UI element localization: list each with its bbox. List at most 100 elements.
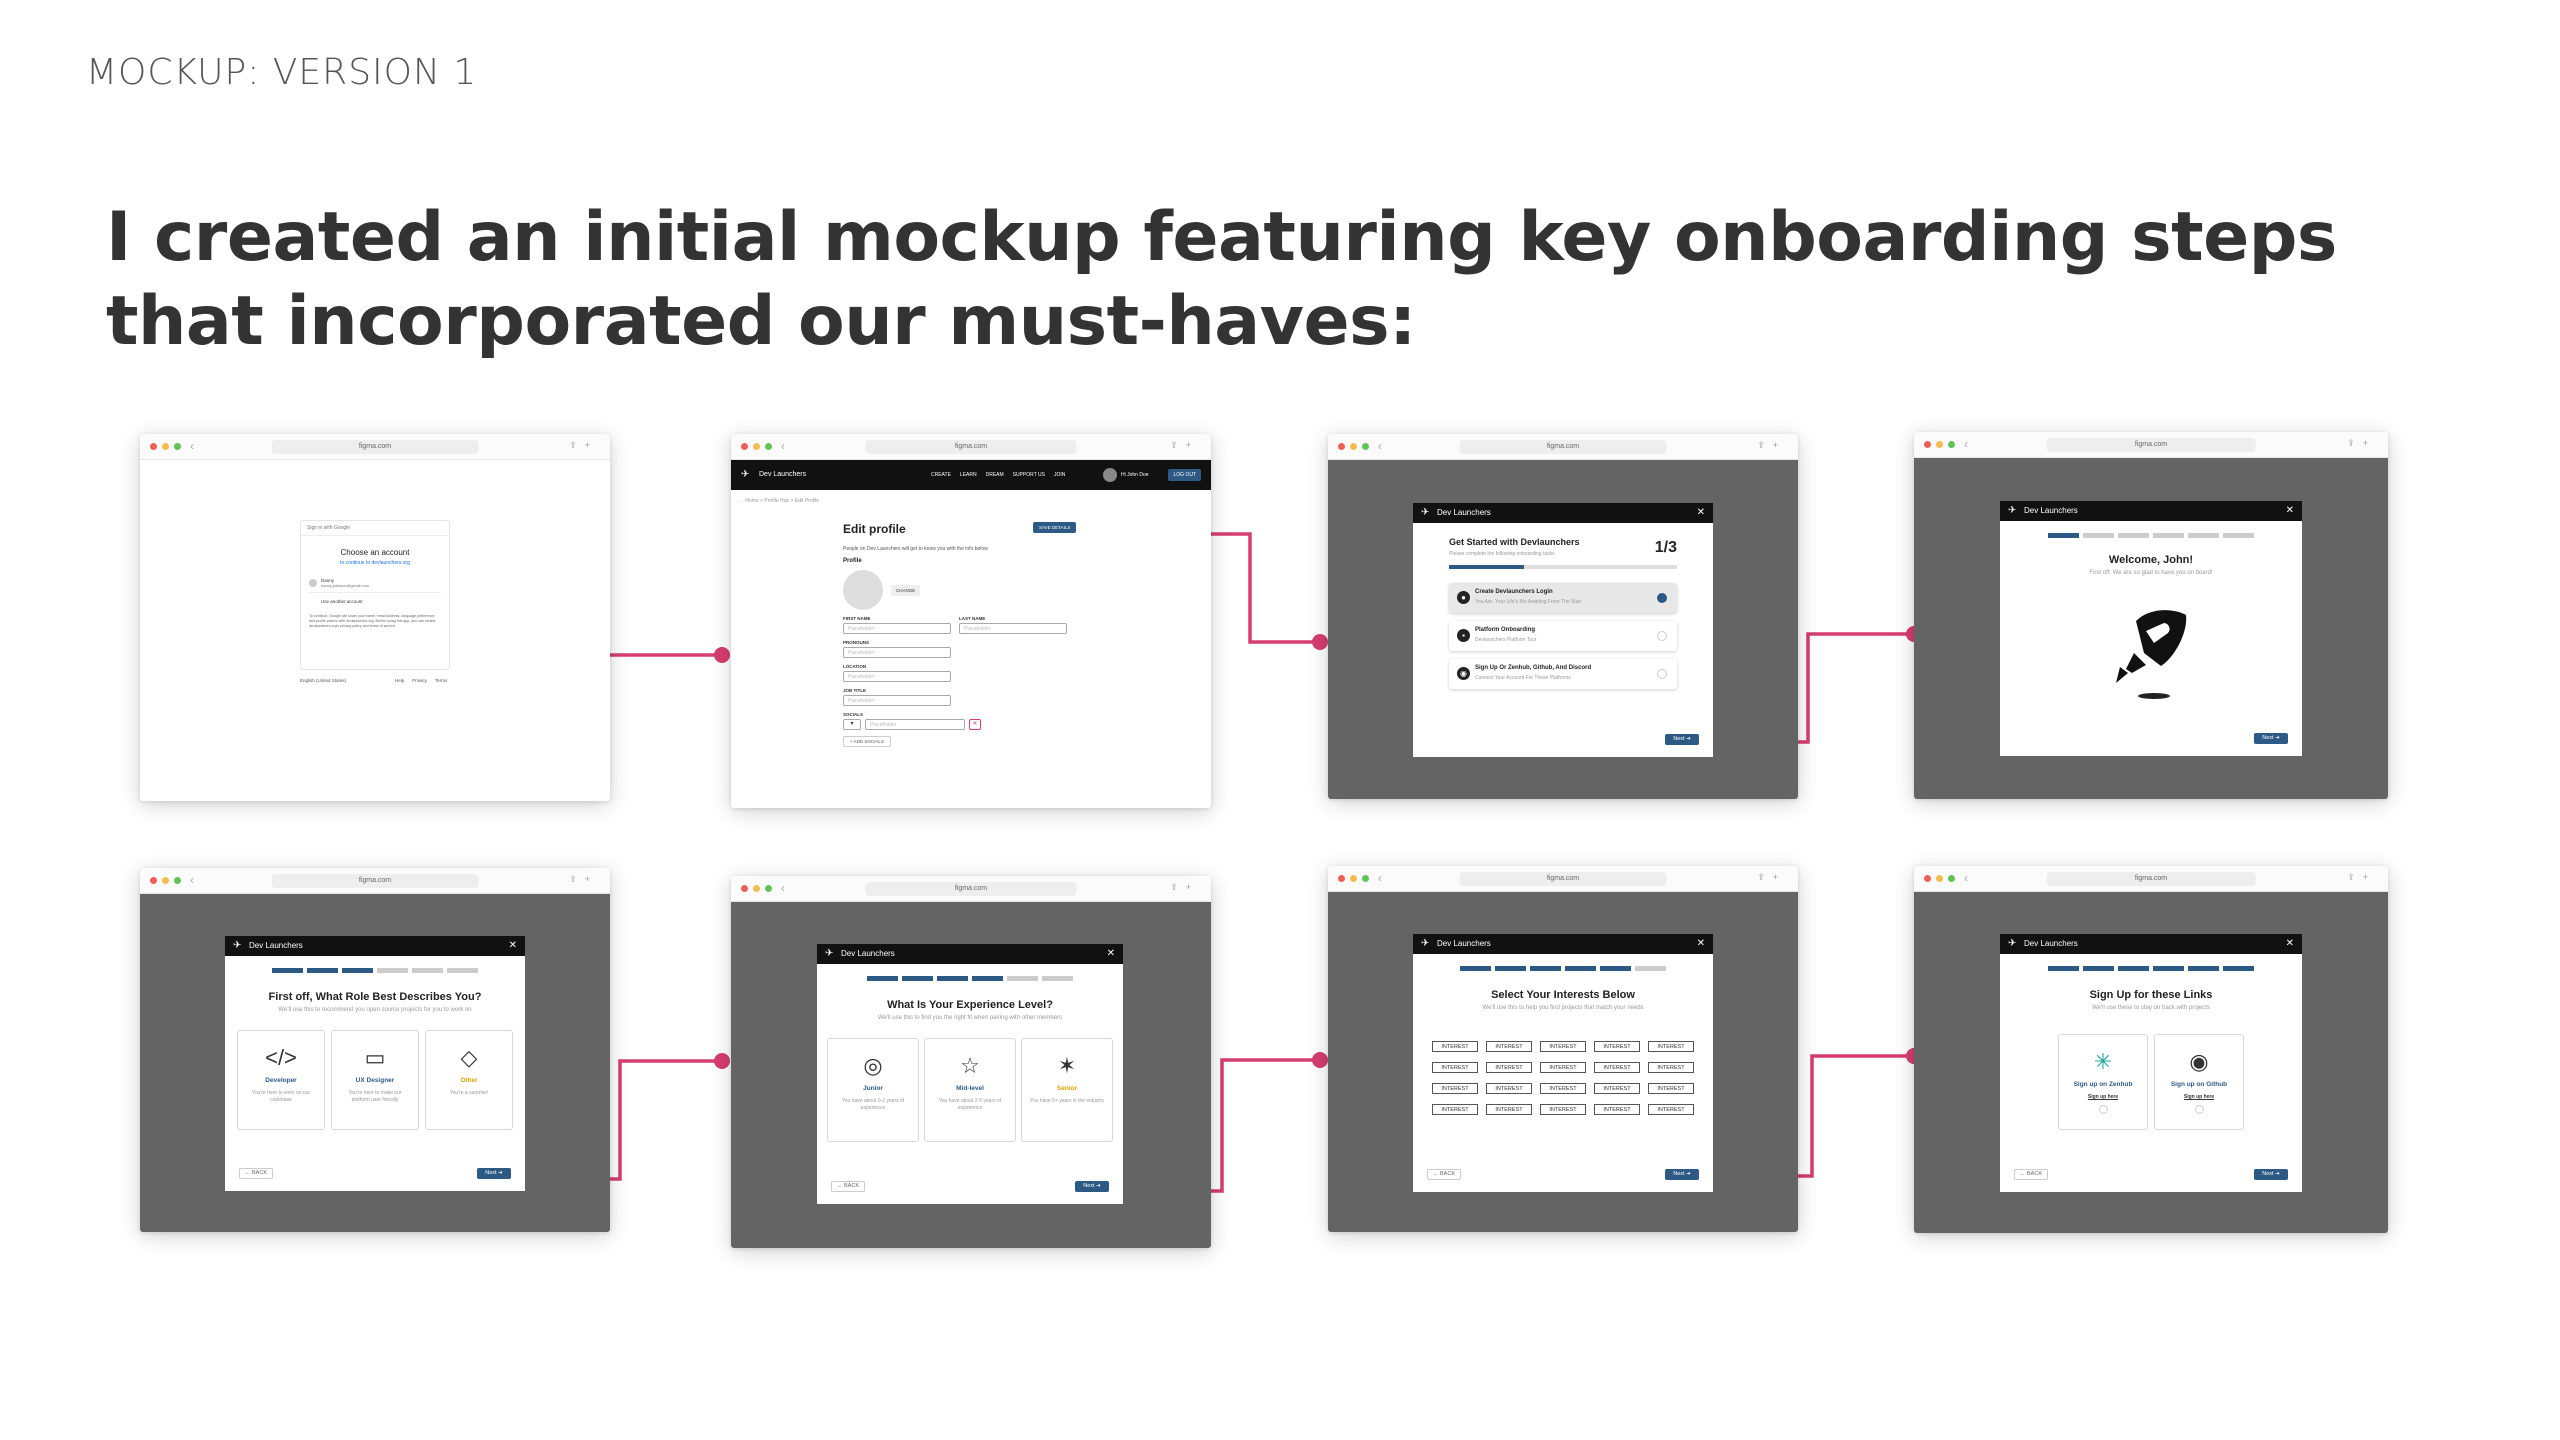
back-button[interactable]: ← BACK <box>239 1168 273 1179</box>
share-icon[interactable]: ⇪+ <box>1757 872 1786 882</box>
location-field[interactable]: Placeholder <box>843 671 951 682</box>
url-bar[interactable]: figma.com <box>2046 872 2256 886</box>
interest-chip[interactable]: INTEREST <box>1432 1062 1478 1073</box>
close-icon[interactable]: ✕ <box>1696 938 1705 949</box>
interest-chip[interactable]: INTEREST <box>1432 1104 1478 1115</box>
signup-link[interactable]: Sign up here <box>2183 1094 2215 1100</box>
signup-card-github[interactable]: ◉ Sign up on Github Sign up here <box>2154 1034 2244 1130</box>
url-bar[interactable]: figma.com <box>865 882 1077 896</box>
close-icon[interactable]: ✕ <box>1106 948 1115 959</box>
next-button[interactable]: Next ➜ <box>1665 734 1699 745</box>
interest-chip[interactable]: INTEREST <box>1540 1083 1586 1094</box>
interest-chip[interactable]: INTEREST <box>1594 1104 1640 1115</box>
share-icon[interactable]: ⇪+ <box>1757 440 1786 450</box>
share-icon[interactable]: ⇪+ <box>569 874 598 884</box>
interest-chip[interactable]: INTEREST <box>1486 1083 1532 1094</box>
help-link[interactable]: Help <box>395 678 405 683</box>
close-icon[interactable]: ✕ <box>2285 505 2294 516</box>
avatar[interactable] <box>1103 468 1117 482</box>
job-title-field[interactable]: Placeholder <box>843 695 951 706</box>
close-icon[interactable]: ✕ <box>2285 938 2294 949</box>
interest-chip[interactable]: INTEREST <box>1486 1104 1532 1115</box>
interest-chip[interactable]: INTEREST <box>1648 1041 1694 1052</box>
next-button[interactable]: Next ➜ <box>2254 733 2288 744</box>
interest-chip[interactable]: INTEREST <box>1486 1041 1532 1052</box>
close-icon[interactable]: ✕ <box>508 940 517 951</box>
share-icon[interactable]: ⇪+ <box>1170 882 1199 892</box>
next-button[interactable]: Next ➜ <box>1075 1181 1109 1192</box>
nav-support-us[interactable]: SUPPORT US <box>1012 472 1045 478</box>
add-socials-button[interactable]: + ADD SOCIALS <box>843 736 891 747</box>
share-icon[interactable]: ⇪+ <box>2347 438 2376 448</box>
interest-chip[interactable]: INTEREST <box>1594 1041 1640 1052</box>
back-button[interactable]: ← BACK <box>1427 1169 1461 1180</box>
share-icon[interactable]: ⇪+ <box>569 440 598 450</box>
url-bar[interactable]: figma.com <box>1459 440 1667 454</box>
url-bar[interactable]: figma.com <box>2046 438 2256 452</box>
back-arrow-icon[interactable]: ‹ <box>1964 871 1968 885</box>
back-arrow-icon[interactable]: ← <box>739 498 746 504</box>
url-bar[interactable]: figma.com <box>271 874 479 888</box>
account-row[interactable]: Danny danny.johnson@gmail.com <box>309 578 441 593</box>
back-button[interactable]: ← BACK <box>2014 1169 2048 1180</box>
url-bar[interactable]: figma.com <box>1459 872 1667 886</box>
logout-button[interactable]: LOG OUT <box>1168 469 1201 481</box>
back-button[interactable]: ← BACK <box>831 1181 865 1192</box>
interest-chip[interactable]: INTEREST <box>1594 1062 1640 1073</box>
close-icon[interactable]: ✕ <box>1696 507 1705 518</box>
back-arrow-icon[interactable]: ‹ <box>190 439 194 453</box>
back-arrow-icon[interactable]: ‹ <box>1964 437 1968 451</box>
pronouns-field[interactable]: Placeholder <box>843 647 951 658</box>
change-avatar-button[interactable]: CHANGE <box>891 584 921 596</box>
signup-card-zenhub[interactable]: ✳ Sign up on Zenhub Sign up here <box>2058 1034 2148 1130</box>
interest-chip[interactable]: INTEREST <box>1594 1083 1640 1094</box>
radio-button[interactable] <box>2194 1105 2204 1114</box>
nav-create[interactable]: CREATE <box>931 472 951 478</box>
use-another-account[interactable]: Use another account <box>321 599 363 604</box>
interest-chip[interactable]: INTEREST <box>1486 1062 1532 1073</box>
social-platform-select[interactable]: ▾ <box>843 719 861 730</box>
share-icon[interactable]: ⇪+ <box>1170 440 1199 450</box>
privacy-link[interactable]: Privacy <box>412 678 428 683</box>
back-arrow-icon[interactable]: ‹ <box>1378 439 1382 453</box>
back-arrow-icon[interactable]: ‹ <box>1378 871 1382 885</box>
save-details-button[interactable]: SAVE DETAILS <box>1033 522 1077 533</box>
terms-link[interactable]: Terms <box>435 678 448 683</box>
interest-chip[interactable]: INTEREST <box>1540 1062 1586 1073</box>
interest-chip[interactable]: INTEREST <box>1540 1104 1586 1115</box>
radio-button[interactable] <box>2098 1105 2108 1114</box>
back-arrow-icon[interactable]: ‹ <box>781 881 785 895</box>
interest-chip[interactable]: INTEREST <box>1648 1104 1694 1115</box>
interest-chip[interactable]: INTEREST <box>1648 1083 1694 1094</box>
nav-dream[interactable]: DREAM <box>985 472 1004 478</box>
nav-join[interactable]: JOIN <box>1054 472 1066 478</box>
back-arrow-icon[interactable]: ‹ <box>190 873 194 887</box>
next-button[interactable]: Next ➜ <box>2254 1169 2288 1180</box>
url-bar[interactable]: figma.com <box>865 440 1077 454</box>
back-arrow-icon[interactable]: ‹ <box>781 439 785 453</box>
trash-icon[interactable]: ✕ <box>969 719 981 730</box>
signup-link[interactable]: Sign up here <box>2087 1094 2119 1100</box>
interest-chip[interactable]: INTEREST <box>1648 1062 1694 1073</box>
next-button[interactable]: Next ➜ <box>1665 1169 1699 1180</box>
nav-learn[interactable]: LEARN <box>959 472 977 478</box>
last-name-field[interactable]: Placeholder <box>959 623 1067 634</box>
interest-chip[interactable]: INTEREST <box>1432 1083 1478 1094</box>
share-icon[interactable]: ⇪+ <box>2347 872 2376 882</box>
first-name-field[interactable]: Placeholder <box>843 623 951 634</box>
url-bar[interactable]: figma.com <box>271 440 479 454</box>
next-button[interactable]: Next ➜ <box>477 1168 511 1179</box>
interest-chip[interactable]: INTEREST <box>1432 1041 1478 1052</box>
language-select[interactable]: English (United States) <box>300 678 347 683</box>
social-url-field[interactable]: Placeholder <box>865 719 965 730</box>
interest-chip[interactable]: INTEREST <box>1540 1041 1586 1052</box>
